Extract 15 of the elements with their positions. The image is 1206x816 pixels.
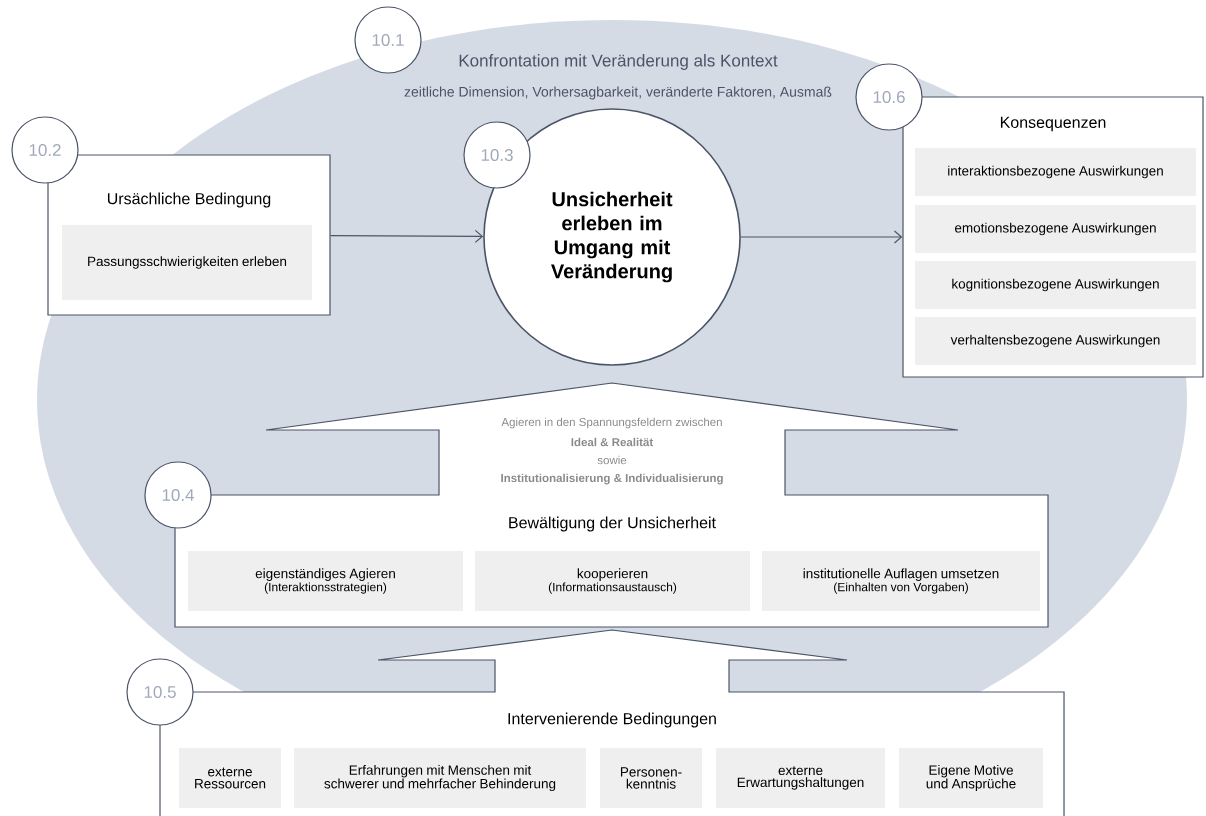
item-box: Personen-kenntnis (600, 748, 702, 808)
item-box: externe Ressourcen (179, 748, 281, 808)
item-box: externe Erwartungshaltungen (716, 748, 885, 808)
item-box: eigenständiges Agieren (Interaktionsstrategien) (188, 551, 463, 611)
item-box: interaktionsbezogene Auswirkungen (915, 148, 1196, 196)
item-box: kooperieren (Informationsaustausch) (475, 551, 750, 611)
arrow (740, 230, 903, 244)
item-box: institutionelle Auflagen umsetzen (Einhalten von Vorgaben) (762, 551, 1040, 611)
item-box: emotionsbezogene Auswirkungen (915, 205, 1196, 253)
item-box: Eigene Motive und Ansprüche (899, 748, 1043, 808)
item-box: kognitionsbezogene Auswirkungen (915, 261, 1196, 309)
item-box: verhaltensbezogene Auswirkungen (915, 317, 1196, 365)
arrow (330, 229, 484, 243)
item-box: Passungsschwierigkeiten erleben (62, 225, 312, 300)
item-box: Erfahrungen mit Menschen mit schwerer und mehrfacher Behinderung (294, 748, 586, 808)
